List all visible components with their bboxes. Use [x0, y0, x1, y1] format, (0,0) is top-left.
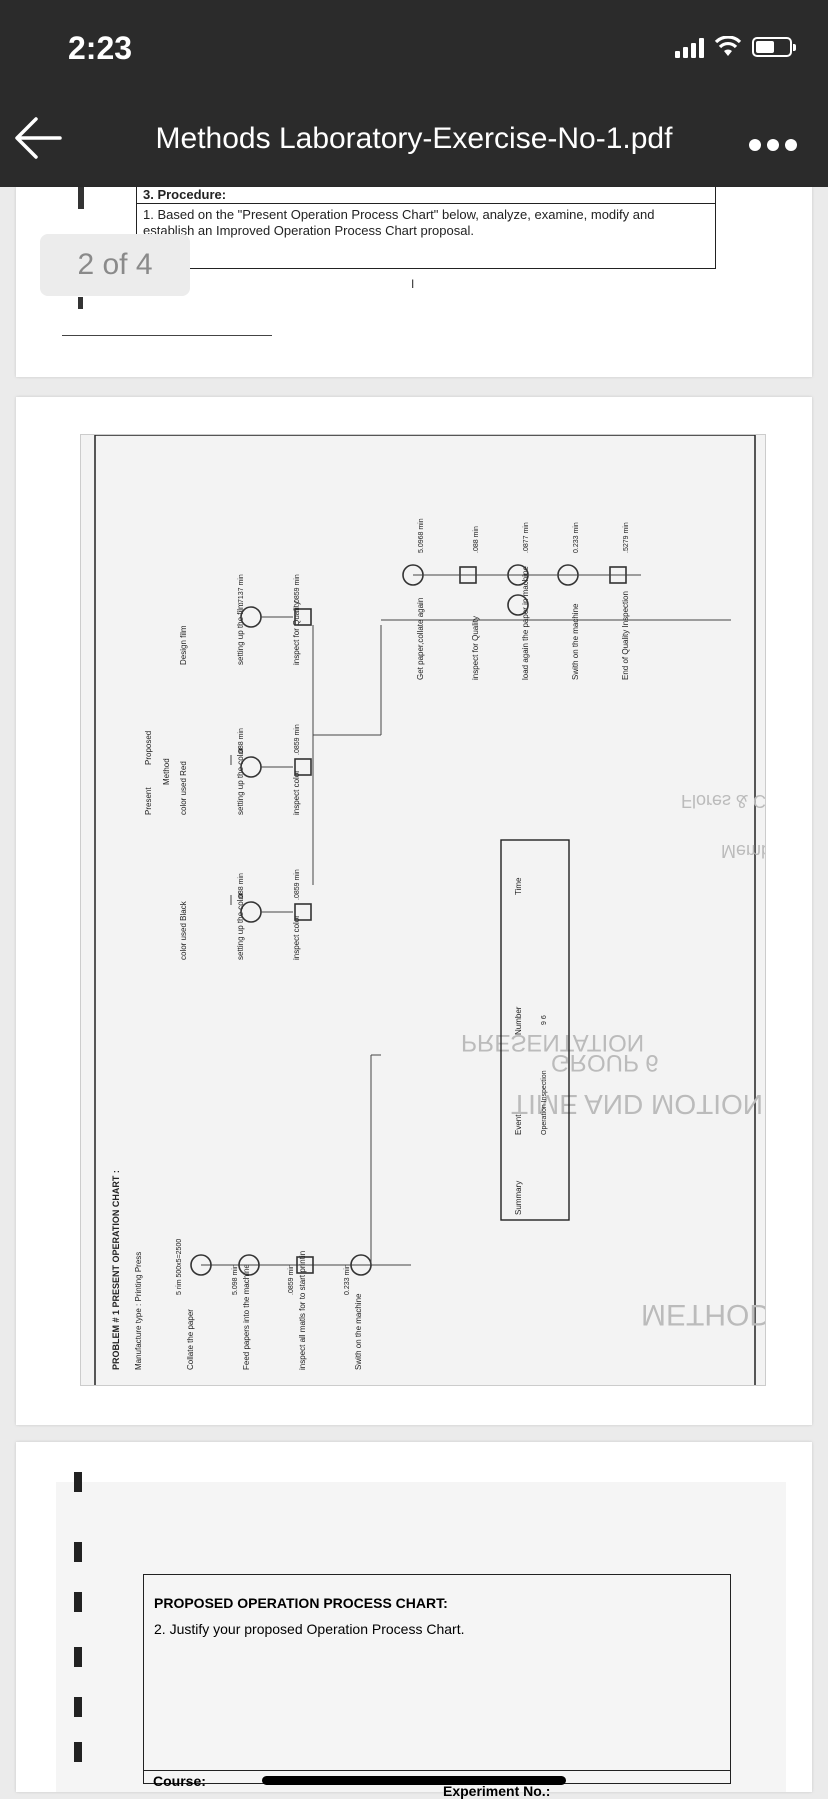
status-icons: [675, 36, 796, 58]
proposed-label: Proposed: [144, 731, 153, 765]
divider: [137, 203, 715, 204]
proposed-chart-text: 2. Justify your proposed Operation Proce…: [154, 1621, 465, 1637]
scan-binding-mark: [78, 187, 84, 209]
course-label: Course:: [153, 1773, 206, 1789]
scan-mark: I: [411, 277, 415, 291]
operation-symbol: [507, 594, 529, 616]
left-operation-time: 5 rim 500x5=2500: [176, 1239, 183, 1295]
branch-operation-time: .088 min: [238, 728, 245, 755]
branch-operation-time: .088 min: [238, 873, 245, 900]
branch-header: color used Red: [179, 761, 188, 815]
left-operation-label: Collate the paper: [186, 1309, 195, 1370]
branch-inspection-time: .0859 min: [294, 574, 301, 605]
page-scan: [56, 1482, 786, 1792]
binder-hole: [74, 1542, 82, 1562]
binder-hole: [74, 1742, 82, 1762]
binder-hole: [74, 1647, 82, 1667]
branch-inspection-label: inspect for Quality: [292, 601, 301, 665]
final-operation-time: .088 min: [473, 526, 480, 553]
inspection-symbol: [294, 608, 312, 626]
manufacture-type: Manufacture type : Printing Press: [134, 1252, 143, 1370]
wifi-icon: [714, 36, 742, 56]
summary-events: Operation Inspection: [541, 1070, 548, 1135]
branch-operation-time: .7137 min: [238, 574, 245, 605]
summary-numbers: 9 6: [541, 1015, 548, 1025]
summary-time-header: Time: [514, 877, 523, 895]
chart-frame: [94, 435, 756, 1385]
procedure-box: 3. Procedure: 1. Based on the "Present O…: [136, 187, 716, 269]
final-operation-time: 5.0968 min: [418, 518, 425, 553]
cellular-signal-icon: [675, 36, 704, 58]
branch-inspection-time: .0859 min: [294, 724, 301, 755]
top-bar: 2:23 Methods Laboratory-Exercise-No-1.pd…: [0, 0, 828, 187]
final-operation-label: inspect for Quality: [471, 616, 480, 680]
home-indicator[interactable]: [262, 1776, 566, 1785]
scan-binding-mark: [78, 297, 83, 309]
watermark-text: Members:: [721, 841, 766, 861]
left-operation-label: Feed papers into the machine: [242, 1264, 251, 1370]
page-footer: Course: Experiment No.:: [143, 1770, 731, 1799]
branch-header: color used Black: [179, 900, 188, 960]
branch-header: Design film: [179, 625, 188, 665]
watermark-text: Flores & Cortez: [681, 791, 766, 811]
watermark-text: PRESENTATION: [461, 1029, 644, 1056]
chart-title: PROBLEM # 1 PRESENT OPERATION CHART :: [111, 1170, 121, 1370]
summary-title: Summary: [514, 1181, 523, 1215]
operation-symbol: [238, 1254, 260, 1276]
left-operation-time: .0859 min: [288, 1264, 295, 1295]
binder-hole: [74, 1697, 82, 1717]
present-label: Present: [144, 787, 153, 815]
branch-inspection-label: inspect color: [292, 915, 301, 960]
document-title: Methods Laboratory-Exercise-No-1.pdf: [155, 122, 673, 155]
final-operation-time: 0.233 min: [573, 522, 580, 553]
pdf-page-3: PROPOSED OPERATION PROCESS CHART: 2. Jus…: [16, 1442, 812, 1799]
final-operation-label: Swith on the machine: [571, 603, 580, 680]
procedure-heading: 3. Procedure:: [143, 187, 227, 202]
final-operation-time: .5279 min: [623, 522, 630, 553]
inspection-symbol: [296, 1256, 314, 1274]
branch-operation-label: setting up the color: [236, 747, 245, 815]
final-operation-label: End of Quality Inspection: [621, 591, 630, 680]
operation-symbol: [190, 1254, 212, 1276]
back-arrow-icon: [15, 117, 62, 159]
procedure-text: 1. Based on the "Present Operation Proce…: [143, 207, 655, 238]
inspection-symbol: [294, 903, 312, 921]
more-options-button[interactable]: [748, 128, 798, 159]
branch-inspection-time: .0859 min: [294, 869, 301, 900]
status-time: 2:23: [68, 30, 133, 66]
final-operation-label: load again the paper in machine: [521, 566, 530, 680]
summary-event-header: Event: [514, 1114, 523, 1135]
binder-hole: [74, 1472, 82, 1492]
divider: [62, 335, 272, 336]
branch-operation-label: setting up the film: [236, 602, 245, 665]
page-indicator: 2 of 4: [40, 234, 190, 296]
more-dots-icon: [749, 139, 797, 151]
battery-icon: [752, 37, 796, 57]
proposed-chart-title: PROPOSED OPERATION PROCESS CHART:: [154, 1595, 448, 1611]
watermark-text: METHODS ENGINEERING LECTURE: [641, 1298, 766, 1331]
left-operation-label: Swith on the machine: [354, 1293, 363, 1370]
summary-box: [500, 839, 570, 1221]
binder-hole: [74, 1592, 82, 1612]
summary-number-header: Number: [514, 1006, 523, 1035]
back-button[interactable]: [12, 115, 72, 165]
left-operation-label: inspect all matls for to start printin: [298, 1251, 307, 1370]
branch-inspection-label: inspect color: [292, 770, 301, 815]
experiment-label: Experiment No.:: [443, 1783, 551, 1799]
left-operation-time: 5.098 min: [232, 1264, 239, 1295]
final-operation-label: Get paper,collate again: [416, 598, 425, 680]
branch-operation-label: setting up the color: [236, 892, 245, 960]
inspection-symbol: [294, 758, 312, 776]
left-operation-time: 0.233 min: [344, 1264, 351, 1295]
final-operation-time: .0877 min: [523, 522, 530, 553]
watermark-text: TIME AND MOTION STUDY: [511, 1089, 766, 1120]
proposed-chart-box: PROPOSED OPERATION PROCESS CHART: 2. Jus…: [143, 1574, 731, 1784]
method-label: Method: [162, 758, 171, 785]
